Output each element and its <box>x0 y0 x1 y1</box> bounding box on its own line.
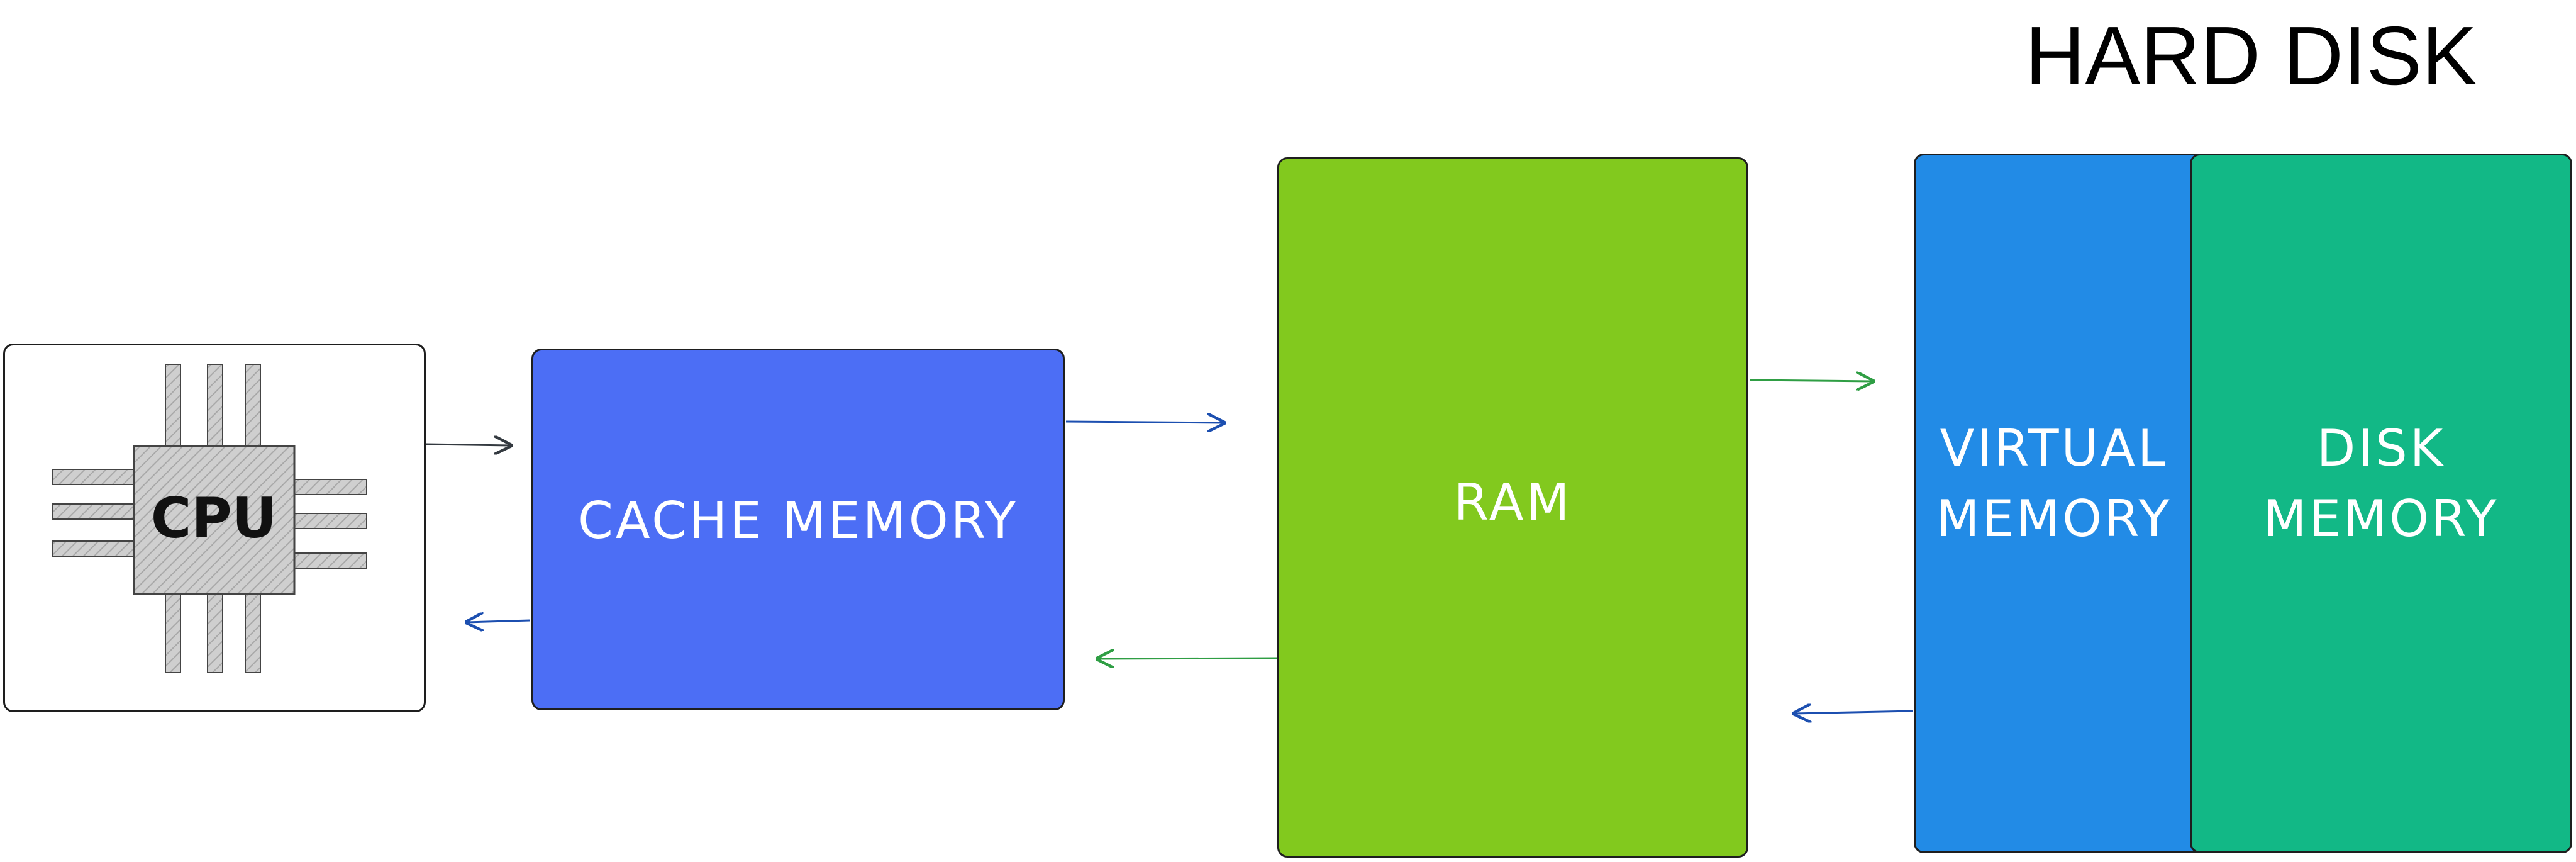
disk-memory-label: DISK MEMORY <box>2263 419 2499 548</box>
arrow-cache-to-ram <box>1065 422 1224 423</box>
arrow-disk-to-ram <box>1794 711 1914 714</box>
cpu-label: CPU <box>151 486 277 551</box>
cpu-node: CPU <box>3 344 426 712</box>
diagram-title: HARD DISK <box>2025 9 2477 102</box>
cache-memory-label: CACHE MEMORY <box>577 491 1019 550</box>
ram-label: RAM <box>1453 473 1572 532</box>
cpu-chip-icon: CPU <box>52 364 367 673</box>
ram-node: RAM <box>1277 157 1748 858</box>
arrow-ram-to-cache <box>1097 658 1277 659</box>
cache-memory-node: CACHE MEMORY <box>531 349 1065 710</box>
virtual-memory-label: VIRTUAL MEMORY <box>1936 419 2172 548</box>
arrow-ram-to-disk <box>1749 380 1873 381</box>
arrow-cpu-to-cache <box>426 444 511 445</box>
arrow-cache-to-cpu <box>467 620 530 622</box>
disk-memory-node: DISK MEMORY <box>2190 154 2572 853</box>
